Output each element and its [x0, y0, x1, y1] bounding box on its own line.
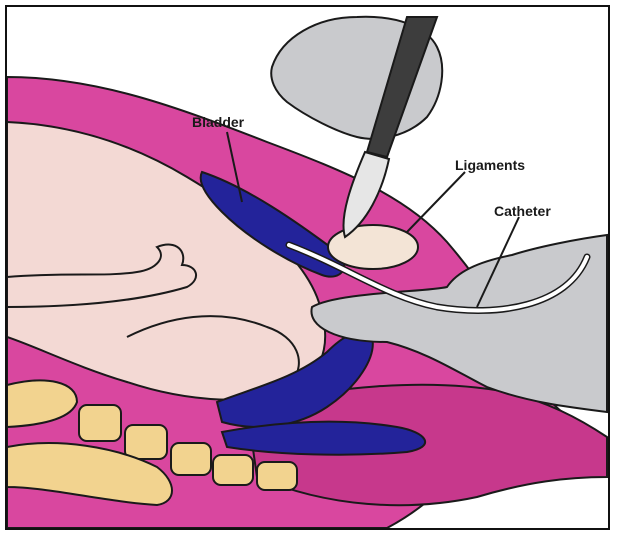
ligaments-leader-line [407, 172, 465, 232]
vaginal-canal [222, 422, 425, 455]
catheter-label: Catheter [494, 203, 551, 219]
ligaments [328, 225, 418, 269]
anatomy-illustration [7, 7, 608, 528]
bladder-label: Bladder [192, 114, 244, 130]
ligaments-label: Ligaments [455, 157, 525, 173]
illustration-frame: Bladder Ligaments Catheter [5, 5, 610, 530]
